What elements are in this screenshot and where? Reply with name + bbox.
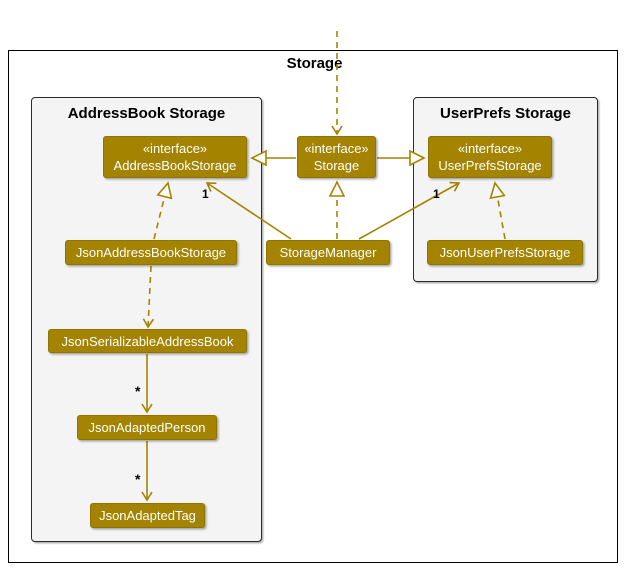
class-name: JsonUserPrefsStorage bbox=[439, 245, 571, 260]
class-name: Storage bbox=[313, 158, 360, 173]
node-jsonuserprefsstorage: JsonUserPrefsStorage bbox=[427, 240, 583, 265]
stereotype-label: «interface» bbox=[142, 141, 208, 156]
node-jsonaddressbookstorage: JsonAddressBookStorage bbox=[65, 240, 237, 265]
stereotype-label: «interface» bbox=[457, 141, 523, 156]
class-name: StorageManager bbox=[279, 245, 377, 260]
node-jsonadaptedtag: JsonAdaptedTag bbox=[90, 503, 205, 528]
container-userprefs-storage-title: UserPrefs Storage bbox=[440, 105, 571, 122]
node-jsonserializableaddressbook: JsonSerializableAddressBook bbox=[48, 329, 247, 353]
class-name: JsonAddressBookStorage bbox=[75, 245, 227, 260]
multiplicity-manager-addressbookstorage: 1 bbox=[202, 187, 209, 201]
class-name: JsonSerializableAddressBook bbox=[61, 333, 234, 349]
class-name: AddressBookStorage bbox=[113, 158, 237, 173]
node-userprefsstorage-interface: «interface» UserPrefsStorage bbox=[428, 136, 552, 178]
multiplicity-person-tag: * bbox=[135, 471, 141, 487]
multiplicity-manager-userprefsstorage: 1 bbox=[433, 187, 440, 201]
node-storagemanager: StorageManager bbox=[266, 240, 390, 265]
node-storage-interface: «interface» Storage bbox=[297, 136, 376, 178]
class-name: JsonAdaptedTag bbox=[99, 508, 196, 523]
class-name: JsonAdaptedPerson bbox=[88, 420, 206, 435]
container-addressbook-storage-title: AddressBook Storage bbox=[67, 105, 226, 122]
frame-title: Storage bbox=[286, 55, 343, 72]
stereotype-label: «interface» bbox=[304, 141, 369, 156]
class-name: UserPrefsStorage bbox=[438, 158, 542, 173]
node-jsonadaptedperson: JsonAdaptedPerson bbox=[77, 415, 217, 440]
multiplicity-serializable-person: * bbox=[135, 383, 141, 399]
node-addressbookstorage-interface: «interface» AddressBookStorage bbox=[103, 136, 247, 178]
